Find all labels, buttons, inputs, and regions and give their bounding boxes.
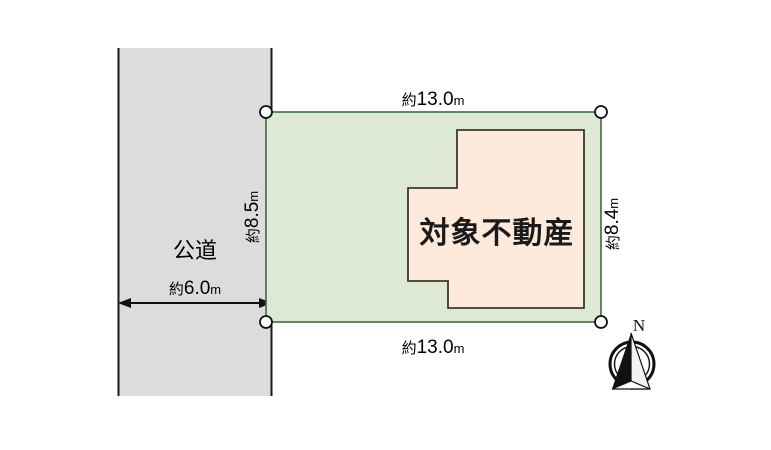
- building-footprint: [407, 129, 585, 309]
- lot-top-approx: 約: [402, 92, 417, 109]
- public-road-group: [117, 48, 273, 396]
- road-width-label: 約6.0m: [169, 278, 221, 299]
- lot-bottom-dimension-label: 約13.0m: [402, 337, 465, 358]
- compass-needle-base: [611, 380, 651, 390]
- compass-needle-dark: [612, 333, 631, 389]
- lot-corner-markers: [259, 105, 608, 329]
- lot-bottom-approx: 約: [402, 340, 417, 357]
- corner-marker-top-right: [594, 105, 608, 119]
- lot-right-approx: 約: [605, 235, 622, 250]
- lot-bottom-unit: m: [454, 341, 465, 356]
- lot-left-dimension-label: 約8.5m: [242, 191, 263, 243]
- lot-right-dimension-label: 約8.4m: [602, 198, 623, 250]
- lot-top-unit: m: [454, 93, 465, 108]
- compass-rose: N: [608, 316, 656, 390]
- compass-north-label: N: [633, 316, 645, 335]
- lot-left-unit: m: [246, 191, 261, 202]
- lot-top-dimension-label: 約13.0m: [402, 89, 465, 110]
- road-name-label: 公道: [173, 238, 217, 263]
- lot-right-unit: m: [606, 198, 621, 209]
- road-width-value: 6.0: [184, 278, 210, 299]
- lot-top-value: 13.0: [417, 89, 454, 110]
- lot-left-value: 8.5: [242, 202, 263, 228]
- road-width-unit: m: [210, 282, 221, 297]
- lot-left-approx: 約: [245, 228, 262, 243]
- road-width-approx: 約: [169, 281, 184, 298]
- corner-marker-bottom-right: [594, 315, 608, 329]
- road-width-arrow-head-left: [118, 298, 131, 308]
- corner-marker-bottom-left: [259, 315, 273, 329]
- public-road-fill: [118, 48, 272, 396]
- corner-marker-top-left: [259, 105, 273, 119]
- building-label: 対象不動産: [420, 217, 575, 250]
- lot-right-value: 8.4: [602, 208, 623, 235]
- lot-bottom-value: 13.0: [417, 337, 454, 358]
